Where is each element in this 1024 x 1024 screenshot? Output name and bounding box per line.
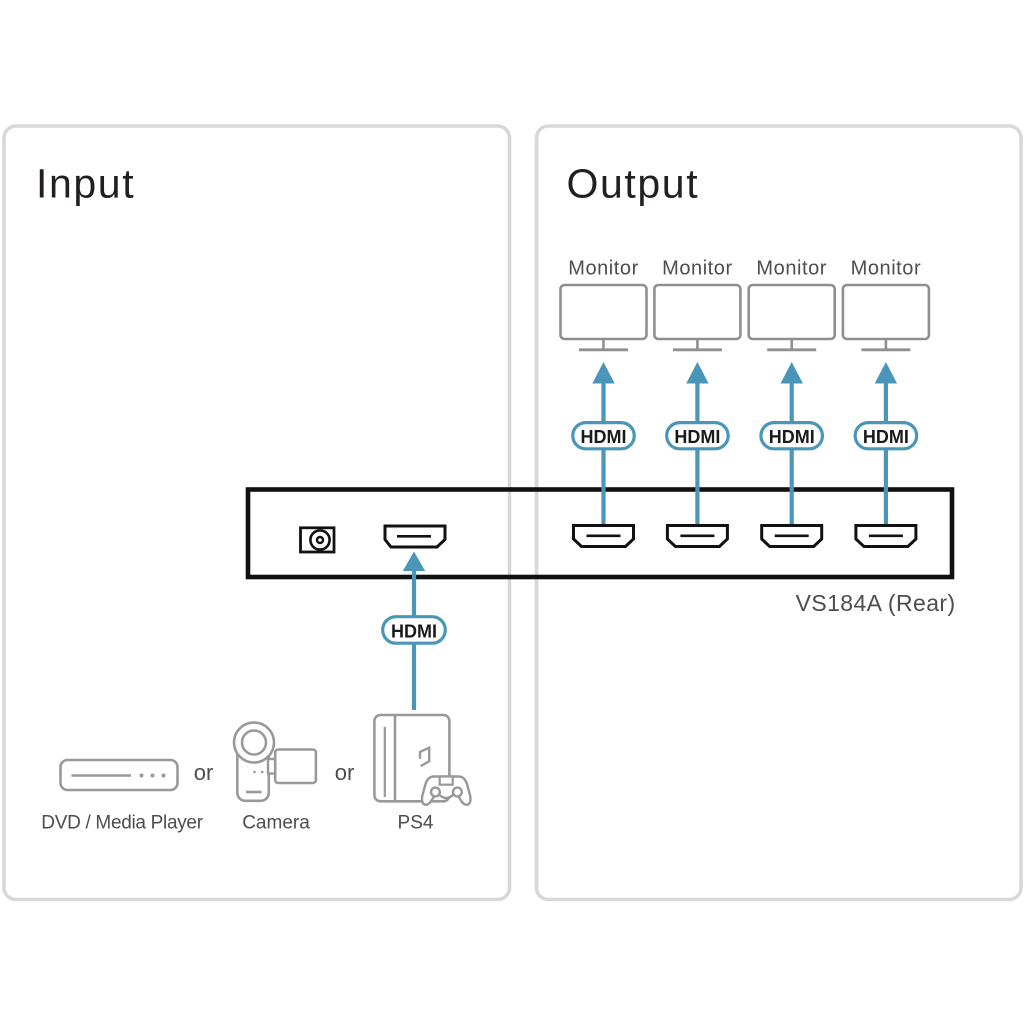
svg-text:or: or	[335, 760, 355, 785]
svg-text:Input: Input	[36, 161, 135, 207]
svg-text:HDMI: HDMI	[391, 622, 437, 642]
svg-text:or: or	[194, 760, 214, 785]
svg-text:DVD / Media Player: DVD / Media Player	[41, 813, 203, 834]
svg-text:Camera: Camera	[242, 813, 310, 834]
svg-text:Output: Output	[567, 161, 700, 207]
svg-text:PS4: PS4	[398, 813, 434, 834]
svg-text:VS184A (Rear): VS184A (Rear)	[796, 590, 956, 616]
